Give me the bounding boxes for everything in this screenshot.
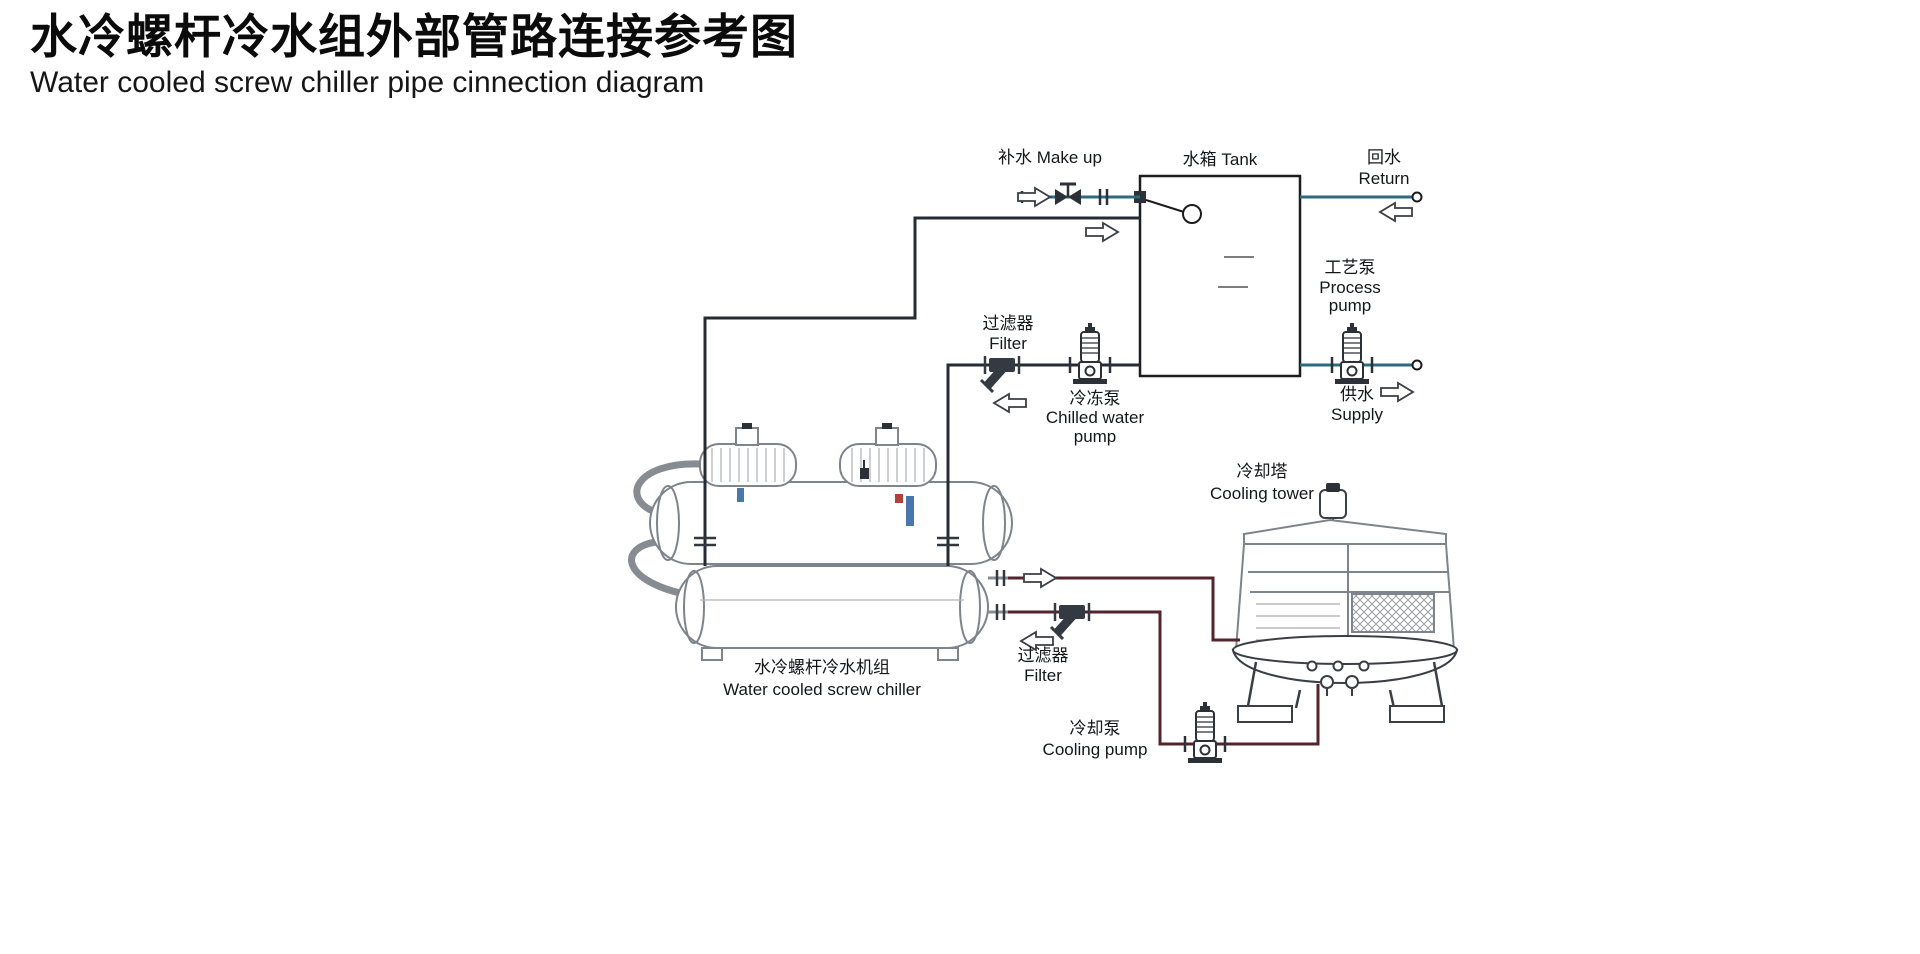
cooling-filter-strainer-icon: [1051, 603, 1089, 639]
screw-compressor-1: [699, 423, 797, 487]
return-label-en: Return: [1358, 169, 1409, 188]
process-pump-icon: [1330, 321, 1374, 386]
chilled-filter-strainer-icon: [981, 356, 1019, 392]
chilled-pump-label-en2: pump: [1074, 427, 1117, 446]
fan-deck: [1243, 518, 1447, 545]
cooling-return-pipe: [1008, 610, 1320, 746]
supply-label-en: Supply: [1331, 405, 1383, 424]
oil-line-accent: [737, 488, 744, 502]
chiller-label-en: Water cooled screw chiller: [723, 680, 921, 699]
page-header: 水冷螺杆冷水组外部管路连接参考图 Water cooled screw chil…: [30, 10, 798, 100]
chilled-supply-pipe: [703, 216, 1140, 528]
return-label-zh: 回水: [1367, 148, 1401, 167]
cooling-tower-label-en: Cooling tower: [1210, 484, 1314, 503]
tower-basin-rim: [1232, 635, 1458, 665]
makeup-label: 补水 Make up: [998, 148, 1102, 167]
screw-compressor-2: [839, 423, 937, 487]
chiller-unit-drawing: [628, 423, 1013, 661]
chilled-filter-label-zh: 过滤器: [983, 314, 1034, 333]
supply-label-zh: 供水: [1340, 385, 1374, 404]
cooling-filter-label-zh: 过滤器: [1018, 646, 1069, 665]
chiller-label-zh: 水冷螺杆冷水机组: [754, 658, 890, 677]
fill-media-mesh: [1351, 593, 1435, 633]
page-title: 水冷螺杆冷水组外部管路连接参考图: [30, 10, 798, 63]
tank-body: [1138, 174, 1302, 378]
cooling-pump-icon: [1183, 700, 1227, 765]
makeup-valve-icon: [1053, 182, 1083, 207]
water-tank-drawing: [1134, 174, 1302, 378]
flow-arrow-left-chilled-icon: [993, 393, 1027, 413]
page-subtitle: Water cooled screw chiller pipe cinnecti…: [30, 66, 705, 100]
flow-arrow-right-supply-icon: [1380, 382, 1414, 402]
cooling-tower-label-zh: 冷却塔: [1237, 462, 1288, 481]
cooling-tower-drawing: [1231, 483, 1459, 723]
evaporator-vessel: [675, 565, 989, 649]
flow-arrow-right-makeup-icon: [1017, 187, 1051, 207]
supply-pipe-end: [1411, 359, 1423, 371]
flow-arrow-left-return-icon: [1379, 202, 1413, 222]
chilled-water-pump-icon: [1068, 321, 1112, 386]
basin-drain-fittings: [1320, 675, 1359, 696]
nozzle-flanges: [694, 536, 1006, 620]
float-valve-icon: [1145, 199, 1202, 224]
process-pump-label-en1: Process: [1319, 278, 1380, 297]
piping-layer: [703, 189, 1423, 746]
fan-motor-icon: [1319, 483, 1347, 528]
flow-arrow-right-tank-inlet-icon: [1085, 222, 1119, 242]
chilled-filter-label-en: Filter: [989, 334, 1027, 353]
cooling-filter-label-en: Filter: [1024, 666, 1062, 685]
tank-label: 水箱 Tank: [1183, 150, 1258, 169]
cooling-supply-pipe: [1008, 576, 1240, 642]
return-pipe-end: [1411, 191, 1423, 203]
cooling-pump-label-zh: 冷却泵: [1070, 719, 1121, 738]
refrigerant-line-accent: [906, 496, 914, 526]
flow-arrow-right-cooling-supply-icon: [1023, 568, 1057, 588]
chilled-pump-label-en1: Chilled water: [1046, 408, 1145, 427]
cooling-pump-label-en: Cooling pump: [1043, 740, 1148, 759]
valve-accent: [895, 494, 903, 503]
process-pump-label-zh: 工艺泵: [1325, 258, 1376, 277]
condenser-vessel: [649, 481, 1013, 565]
chilled-pump-label-zh: 冷冻泵: [1070, 389, 1121, 408]
condenser-top-fitting: [860, 468, 869, 479]
process-pump-label-en2: pump: [1329, 296, 1372, 315]
chilled-return-pipe: [946, 363, 1140, 528]
